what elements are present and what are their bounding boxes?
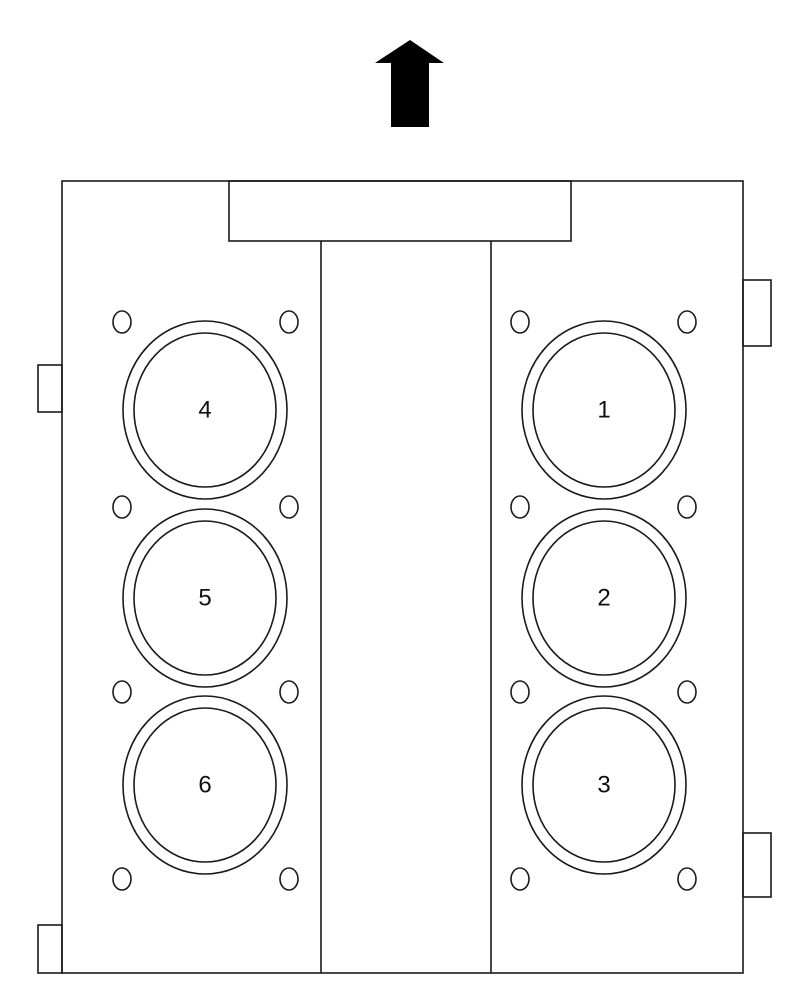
front-cover [228, 180, 572, 242]
cylinder-number: 6 [198, 772, 211, 799]
bolt-hole [279, 310, 299, 334]
bolt-hole [279, 495, 299, 519]
cylinder-bore [532, 707, 676, 863]
engine-block [37, 180, 772, 974]
cylinder-number: 3 [597, 772, 610, 799]
bolt-hole [677, 680, 697, 704]
mount-tab [742, 279, 772, 347]
bolt-hole [510, 310, 530, 334]
cylinder-bore [133, 707, 277, 863]
bolt-hole [510, 867, 530, 891]
bolt-hole [279, 867, 299, 891]
cylinder-bore [133, 520, 277, 676]
cylinder-number: 2 [597, 585, 610, 612]
mount-tab [37, 364, 63, 413]
cylinder-bore [133, 332, 277, 488]
bolt-hole [279, 680, 299, 704]
bolt-hole [677, 867, 697, 891]
bolt-hole [112, 867, 132, 891]
bolt-hole [677, 495, 697, 519]
bolt-hole [510, 495, 530, 519]
cylinder-number: 4 [198, 397, 211, 424]
cylinder-number: 1 [597, 397, 610, 424]
cylinder-bore [532, 332, 676, 488]
bolt-hole [677, 310, 697, 334]
bolt-hole [112, 310, 132, 334]
mount-tab [37, 924, 63, 974]
bolt-hole [112, 495, 132, 519]
bolt-hole [112, 680, 132, 704]
bolt-hole [510, 680, 530, 704]
cylinder-bore [532, 520, 676, 676]
mount-tab [742, 832, 772, 898]
arrow-up-icon [375, 40, 444, 127]
cylinder-number: 5 [198, 585, 211, 612]
